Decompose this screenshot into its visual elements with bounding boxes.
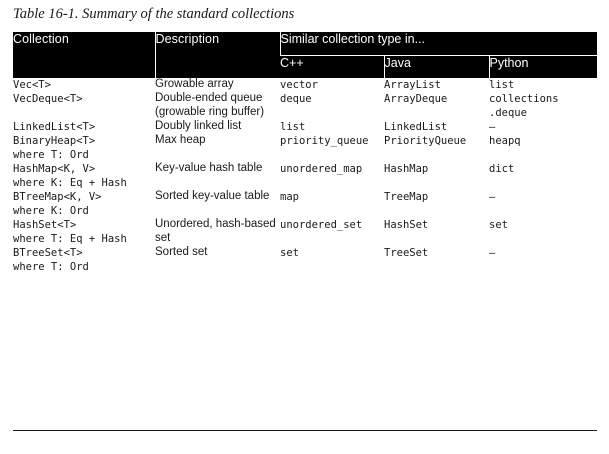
cell-description: Max heap [155,134,280,162]
cell-java: HashMap [384,162,489,190]
cell-description: Doubly linked list [155,120,280,134]
cell-description: Sorted key-value table [155,190,280,218]
table-row: BTreeSet<T> where T: Ord Sorted set set … [13,246,598,274]
cell-python: list [489,78,598,92]
cell-collection: HashMap<K, V> where K: Eq + Hash [13,162,155,190]
column-group-header-similar-collection-type: Similar collection type in... [279,32,598,56]
cell-python: collections .deque [489,92,598,120]
cell-java: TreeMap [384,190,489,218]
table-bottom-rule [13,430,597,431]
cell-python: set [489,218,598,246]
cell-collection: BinaryHeap<T> where T: Ord [13,134,155,162]
table-row: HashSet<T> where T: Eq + Hash Unordered,… [13,218,598,246]
cell-cpp: priority_queue [280,134,384,162]
cell-collection: Vec<T> [13,78,155,92]
table-row: BTreeMap<K, V> where K: Ord Sorted key-v… [13,190,598,218]
cell-python: heapq [489,134,598,162]
column-header-cpp: C++ [280,55,384,78]
cell-description: Unordered, hash-based set [155,218,280,246]
cell-python: — [489,120,598,134]
cell-java: ArrayDeque [384,92,489,120]
column-header-collection: Collection [13,32,155,78]
column-header-python: Python [488,55,598,78]
cell-collection: VecDeque<T> [13,92,155,120]
column-header-java: Java [383,55,489,78]
table-row: VecDeque<T> Double-ended queue (growable… [13,92,598,120]
table-row: Vec<T> Growable array vector ArrayList l… [13,78,598,92]
cell-cpp: map [280,190,384,218]
cell-cpp: list [280,120,384,134]
cell-cpp: unordered_set [280,218,384,246]
cell-collection: LinkedList<T> [13,120,155,134]
cell-collection: BTreeSet<T> where T: Ord [13,246,155,274]
header-row-top: Collection Description Similar collectio… [13,32,598,78]
cell-java: TreeSet [384,246,489,274]
cell-description: Sorted set [155,246,280,274]
table-row: BinaryHeap<T> where T: Ord Max heap prio… [13,134,598,162]
cell-cpp: deque [280,92,384,120]
cell-collection: HashSet<T> where T: Eq + Hash [13,218,155,246]
cell-cpp: set [280,246,384,274]
cell-python: — [489,190,598,218]
collections-table: Collection Description Similar collectio… [13,32,598,274]
table-header: Collection Description Similar collectio… [13,32,598,78]
table-row: LinkedList<T> Doubly linked list list Li… [13,120,598,134]
cell-cpp: vector [280,78,384,92]
cell-python: — [489,246,598,274]
column-header-description: Description [154,32,280,78]
cell-java: HashSet [384,218,489,246]
cell-description: Key-value hash table [155,162,280,190]
cell-collection: BTreeMap<K, V> where K: Ord [13,190,155,218]
cell-java: ArrayList [384,78,489,92]
cell-java: LinkedList [384,120,489,134]
cell-cpp: unordered_map [280,162,384,190]
cell-description: Double-ended queue (growable ring buffer… [155,92,280,120]
table-row: HashMap<K, V> where K: Eq + Hash Key-val… [13,162,598,190]
cell-description: Growable array [155,78,280,92]
table-caption: Table 16-1. Summary of the standard coll… [13,6,295,22]
table-body: Vec<T> Growable array vector ArrayList l… [13,78,598,274]
cell-python: dict [489,162,598,190]
cell-java: PriorityQueue [384,134,489,162]
